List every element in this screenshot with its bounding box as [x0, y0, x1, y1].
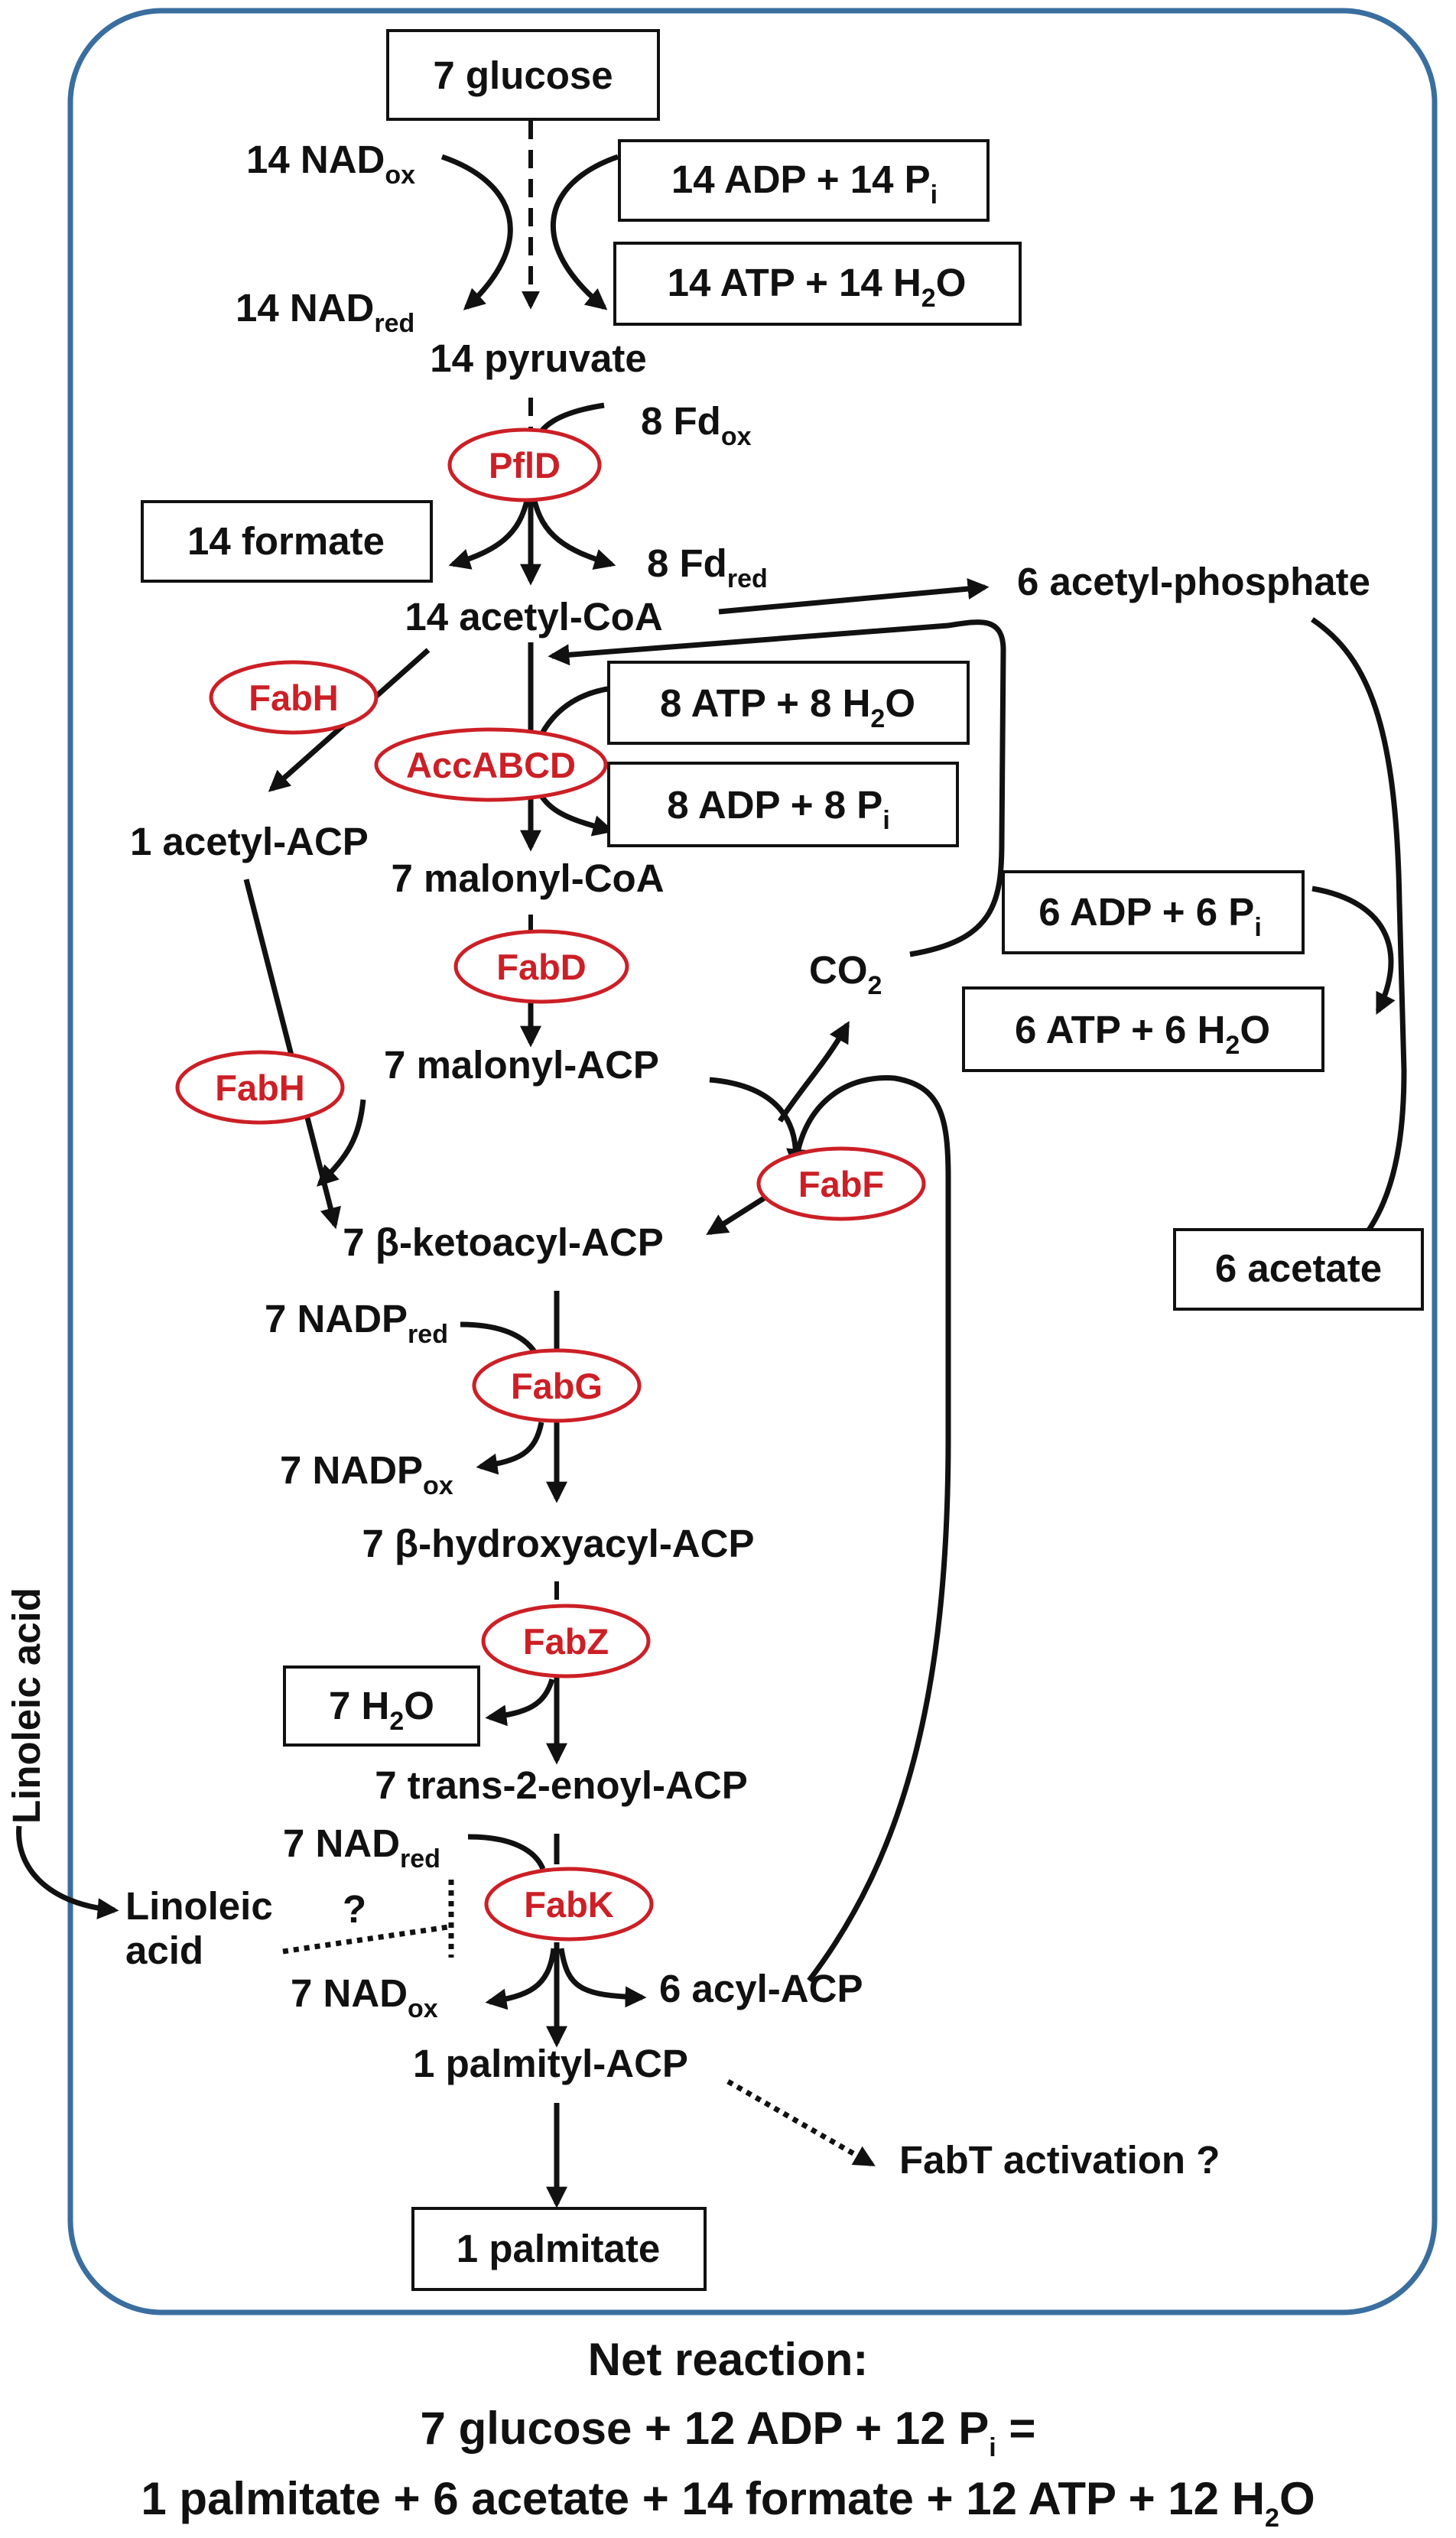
label-pyruvate: 14 pyruvate	[430, 336, 647, 380]
enzyme-pfld: PflD	[489, 445, 561, 486]
boxes	[141, 29, 1424, 2291]
label-nad-ox-1: 14 NADox	[246, 138, 415, 190]
label-glucose: 7 glucose	[433, 54, 613, 97]
label-nad-ox-2: 7 NADox	[291, 1971, 438, 2023]
enzyme-fabh-2: FabH	[215, 1068, 305, 1108]
label-nadp-red: 7 NADPred	[265, 1297, 448, 1349]
label-atp-h2o-3: 6 ATP + 6 H2O	[1015, 1008, 1270, 1060]
label-linoleic-inside-2: acid	[125, 1929, 203, 1972]
label-palmityl-acp: 1 palmityl-ACP	[413, 2042, 688, 2085]
label-linoleic-outside: Linoleic acid	[5, 1587, 48, 1824]
label-palmitate: 1 palmitate	[457, 2227, 660, 2270]
label-fd-ox: 8 Fdox	[641, 399, 752, 451]
label-malonyl-coa: 7 malonyl-CoA	[391, 856, 664, 900]
label-acetyl-coa: 14 acetyl-CoA	[405, 595, 662, 639]
label-adp-pi-3: 6 ADP + 6 Pi	[1038, 890, 1262, 942]
label-formate: 14 formate	[187, 519, 385, 563]
label-adp-pi-2: 8 ADP + 8 Pi	[667, 783, 890, 835]
label-acyl-acp: 6 acyl-ACP	[659, 1967, 863, 2010]
cell-border	[67, 8, 1438, 2315]
net-reaction-title: Net reaction:	[588, 2334, 869, 2385]
enzyme-fabg: FabG	[511, 1366, 603, 1406]
enzyme-accabcd: AccABCD	[406, 745, 576, 785]
label-enoyl-acp: 7 trans-2-enoyl-ACP	[375, 1763, 747, 1807]
label-nadp-ox: 7 NADPox	[280, 1448, 453, 1500]
enzymes: PflD FabH AccABCD FabD FabH FabF FabG Fa…	[175, 427, 926, 1942]
net-reaction: Net reaction: 7 glucose + 12 ADP + 12 Pi…	[141, 2334, 1315, 2533]
label-nad-red-2: 7 NADred	[283, 1821, 440, 1873]
pathway-arrows	[16, 121, 1407, 2208]
net-reaction-line-2: 1 palmitate + 6 acetate + 14 formate + 1…	[141, 2473, 1315, 2533]
metabolite-labels: 7 glucose 14 NADox 14 ADP + 14 Pi 14 ATP…	[5, 54, 1382, 2270]
enzyme-fabd: FabD	[496, 947, 587, 987]
label-atp-h2o-2: 8 ATP + 8 H2O	[660, 681, 915, 733]
enzyme-fabz: FabZ	[523, 1621, 609, 1662]
label-h2o: 7 H2O	[329, 1684, 434, 1736]
label-ketoacyl-acp: 7 β-ketoacyl-ACP	[343, 1220, 663, 1264]
label-acetyl-acp: 1 acetyl-ACP	[130, 820, 369, 863]
label-hydroxyacyl-acp: 7 β-hydroxyacyl-ACP	[362, 1522, 755, 1565]
label-atp-h2o-1: 14 ATP + 14 H2O	[668, 261, 967, 313]
label-malonyl-acp: 7 malonyl-ACP	[384, 1043, 659, 1087]
label-question-mark: ?	[343, 1887, 366, 1931]
enzyme-fabk: FabK	[524, 1884, 614, 1925]
net-reaction-line-1: 7 glucose + 12 ADP + 12 Pi =	[421, 2403, 1036, 2462]
enzyme-fabf: FabF	[798, 1164, 884, 1204]
label-linoleic-inside-1: Linoleic	[125, 1884, 273, 1928]
label-co2: CO2	[809, 948, 882, 1000]
enzyme-fabh-1: FabH	[249, 678, 339, 718]
label-fabt-activation: FabT activation ?	[899, 2138, 1220, 2182]
label-acetyl-phosphate: 6 acetyl-phosphate	[1017, 560, 1370, 603]
label-fd-red: 8 Fdred	[647, 541, 768, 593]
label-acetate: 6 acetate	[1215, 1246, 1382, 1290]
label-adp-pi-1: 14 ADP + 14 Pi	[671, 158, 938, 210]
label-nad-red-1: 14 NADred	[236, 286, 414, 338]
